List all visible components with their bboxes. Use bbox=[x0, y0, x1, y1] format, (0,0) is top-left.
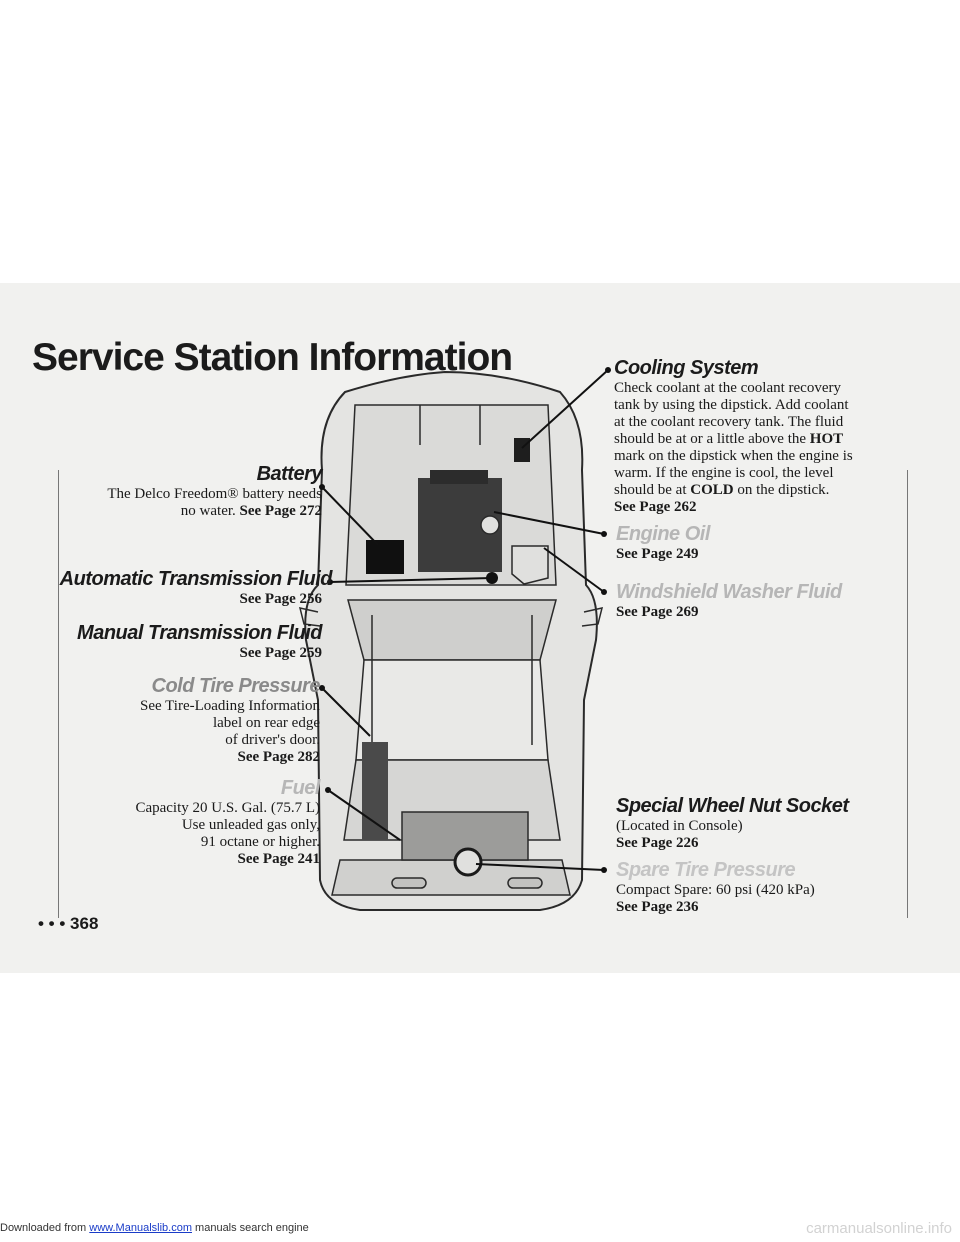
spare-tire bbox=[453, 847, 483, 877]
cooling-section: Cooling System Check coolant at the cool… bbox=[614, 356, 906, 516]
cooling-text-7: should be at bbox=[614, 482, 687, 498]
washer-reservoir bbox=[511, 545, 549, 585]
right-margin-rule bbox=[907, 470, 908, 918]
cooling-text-4: should be at or a little above the bbox=[614, 431, 807, 447]
watermark: carmanualsonline.info bbox=[806, 1220, 952, 1237]
tire-pressure-section: Cold Tire Pressure See Tire-Loading Info… bbox=[140, 674, 320, 766]
washer-see-page: See Page 269 bbox=[616, 604, 699, 620]
auto-trans-heading: Automatic Transmission Fluid bbox=[59, 568, 333, 590]
tire-pressure-text-1: See Tire-Loading Information bbox=[140, 698, 320, 714]
engine-oil-see-page: See Page 249 bbox=[616, 546, 699, 562]
cooling-text-8: on the dipstick. bbox=[737, 482, 830, 498]
manual-trans-section: Manual Transmission Fluid See Page 259 bbox=[77, 621, 322, 662]
washer-heading: Windshield Washer Fluid bbox=[616, 581, 842, 603]
oil-filler bbox=[480, 515, 500, 535]
engine-oil-section: Engine Oil See Page 249 bbox=[616, 522, 710, 563]
footer-prefix: Downloaded from bbox=[0, 1222, 87, 1234]
engine-oil-heading: Engine Oil bbox=[616, 523, 710, 545]
spare-heading: Spare Tire Pressure bbox=[616, 859, 796, 881]
page-number: • • • 368 bbox=[38, 914, 98, 934]
wheel-nut-section: Special Wheel Nut Socket (Located in Con… bbox=[616, 794, 849, 852]
footer-link[interactable]: www.Manualslib.com bbox=[89, 1222, 192, 1234]
cooling-hot-label: HOT bbox=[809, 431, 844, 447]
cooling-text-2: tank by using the dipstick. Add coolant bbox=[614, 397, 849, 413]
spare-text-1: Compact Spare: 60 psi (420 kPa) bbox=[616, 882, 815, 898]
battery-text-2: no water. bbox=[180, 503, 236, 519]
tire-pressure-text-3: of driver's door. bbox=[225, 732, 320, 748]
battery-text-1: The Delco Freedom® battery needs bbox=[107, 486, 322, 502]
page-dots: • • • bbox=[38, 914, 71, 933]
battery-see-page: See Page 272 bbox=[239, 503, 322, 519]
battery-heading: Battery bbox=[256, 463, 323, 485]
cooling-text-5: mark on the dipstick when the engine is bbox=[614, 448, 853, 464]
cooling-cold-label: COLD bbox=[690, 482, 734, 498]
fuel-heading: Fuel bbox=[280, 777, 321, 799]
cooling-see-page: See Page 262 bbox=[614, 499, 697, 515]
tire-pressure-heading: Cold Tire Pressure bbox=[151, 675, 321, 697]
manual-trans-heading: Manual Transmission Fluid bbox=[77, 622, 322, 644]
cooling-heading: Cooling System bbox=[614, 357, 759, 379]
wheel-nut-see-page: See Page 226 bbox=[616, 835, 699, 851]
cooling-text-3: at the coolant recovery tank. The fluid bbox=[614, 414, 844, 430]
fuel-text-2: Use unleaded gas only, bbox=[181, 817, 320, 833]
windshield bbox=[347, 599, 557, 661]
cooling-text-6: warm. If the engine is cool, the level bbox=[614, 465, 834, 481]
page-number-value: 368 bbox=[70, 914, 99, 933]
footer-suffix: manuals search engine bbox=[195, 1222, 309, 1234]
manual-trans-see-page: See Page 259 bbox=[239, 645, 322, 661]
page-title: Service Station Information bbox=[32, 336, 513, 379]
fuel-text-3: 91 octane or higher. bbox=[200, 834, 320, 850]
fuel-section: Fuel Capacity 20 U.S. Gal. (75.7 L) Use … bbox=[135, 776, 320, 868]
fuel-text-1: Capacity 20 U.S. Gal. (75.7 L) bbox=[135, 800, 320, 816]
auto-trans-section: Automatic Transmission Fluid See Page 25… bbox=[59, 567, 333, 608]
download-footer: Downloaded from www.Manualslib.com manua… bbox=[0, 1222, 309, 1234]
cooling-text-1: Check coolant at the coolant recovery bbox=[614, 380, 841, 396]
left-rear-wheel bbox=[362, 742, 388, 840]
battery-box bbox=[366, 540, 404, 574]
tire-pressure-see-page: See Page 282 bbox=[237, 749, 320, 765]
spare-see-page: See Page 236 bbox=[616, 899, 699, 915]
wheel-nut-heading: Special Wheel Nut Socket bbox=[616, 795, 849, 817]
tire-pressure-text-2: label on rear edge bbox=[212, 715, 320, 731]
fuel-see-page: See Page 241 bbox=[237, 851, 320, 867]
spare-section: Spare Tire Pressure Compact Spare: 60 ps… bbox=[616, 858, 815, 916]
wheel-nut-text-1: (Located in Console) bbox=[616, 818, 743, 834]
auto-trans-see-page: See Page 256 bbox=[239, 591, 322, 607]
left-margin-rule bbox=[58, 470, 59, 918]
battery-section: Battery The Delco Freedom® battery needs… bbox=[107, 462, 322, 520]
washer-section: Windshield Washer Fluid See Page 269 bbox=[616, 580, 842, 621]
